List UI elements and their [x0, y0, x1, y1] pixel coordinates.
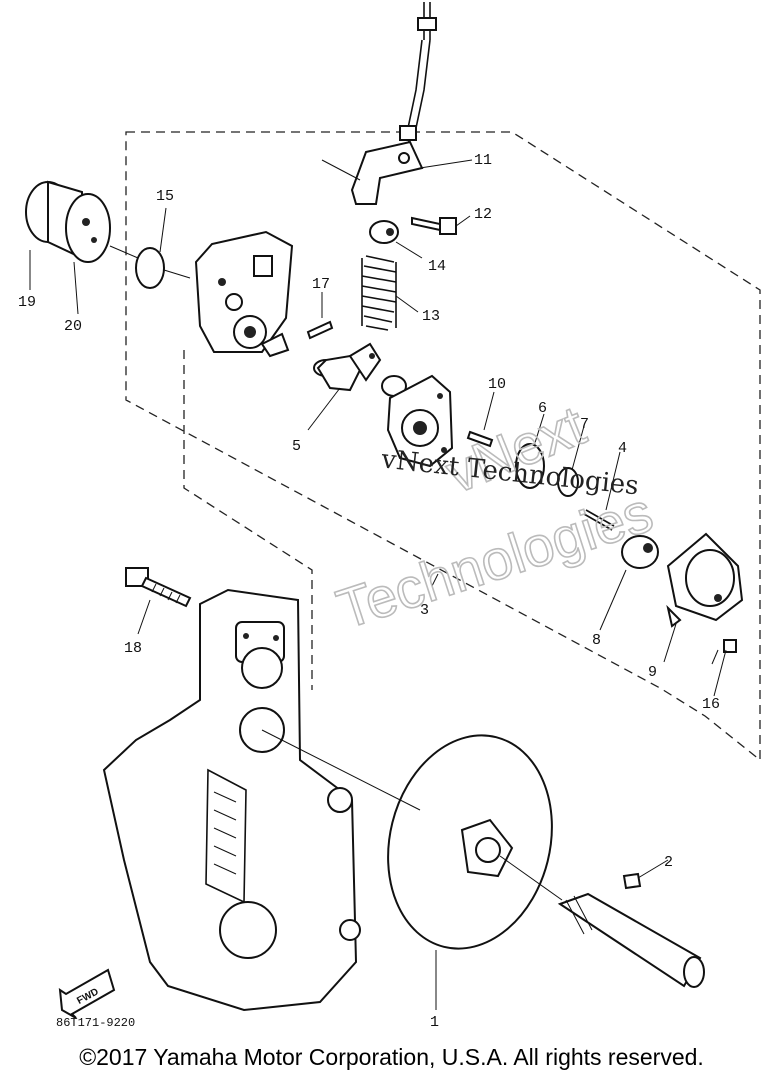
bolt-16 [711, 639, 737, 665]
collar-14 [369, 220, 399, 244]
callout-12: 12 [474, 206, 492, 223]
spring-4 [583, 509, 615, 531]
callout-4: 4 [618, 440, 627, 457]
housing-block [194, 230, 294, 358]
callout-16: 16 [702, 696, 720, 713]
cable-bracket [321, 140, 424, 205]
gear-8 [621, 535, 659, 569]
lever-5 [313, 342, 382, 392]
callout-6: 6 [538, 400, 547, 417]
copyright-notice: ©2017 Yamaha Motor Corporation, U.S.A. A… [79, 1044, 704, 1070]
callout-14: 14 [428, 258, 446, 275]
key-2 [622, 872, 642, 890]
watermark: vNext Technologies vNext Technologies [329, 392, 661, 641]
callout-5: 5 [292, 438, 301, 455]
bolt-12 [411, 216, 457, 235]
cover-cap-19-20 [25, 180, 111, 263]
callout-20: 20 [64, 318, 82, 335]
callout-18: 18 [124, 640, 142, 657]
assembly-boundary [125, 131, 761, 762]
plate-15 [109, 245, 191, 289]
gasket-6 [515, 443, 545, 489]
callout-7: 7 [580, 416, 589, 433]
callout-labels: 1 2 3 4 5 6 7 8 9 10 11 12 13 14 15 16 1… [18, 152, 720, 1031]
watermark-technologies: Technologies [329, 480, 659, 641]
callout-2: 2 [664, 854, 673, 871]
callout-17: 17 [312, 276, 330, 293]
callout-3: 3 [420, 602, 429, 619]
bolt-18 [125, 567, 192, 608]
spring-13 [361, 255, 397, 331]
sheave-1 [261, 729, 553, 950]
shaft [499, 855, 705, 988]
fwd-arrow-icon: FWD [58, 968, 116, 1019]
cap-9 [666, 532, 744, 628]
callout-13: 13 [422, 308, 440, 325]
disk-7 [557, 467, 579, 497]
callout-10: 10 [488, 376, 506, 393]
pin-17 [306, 320, 334, 340]
callout-11: 11 [474, 152, 492, 169]
main-casting [102, 588, 361, 1012]
pump-body [381, 374, 454, 468]
callout-15: 15 [156, 188, 174, 205]
callout-8: 8 [592, 632, 601, 649]
callout-9: 9 [648, 664, 657, 681]
callout-19: 19 [18, 294, 36, 311]
leader-lines [29, 159, 727, 1010]
screw-10 [466, 430, 494, 448]
throttle-cable [399, 2, 437, 151]
callout-1: 1 [430, 1014, 439, 1031]
exploded-parts-diagram: FWD vNext Technologies vNext Technologie… [18, 2, 761, 1031]
drawing-part-number: 86T171-9220 [56, 1016, 135, 1030]
